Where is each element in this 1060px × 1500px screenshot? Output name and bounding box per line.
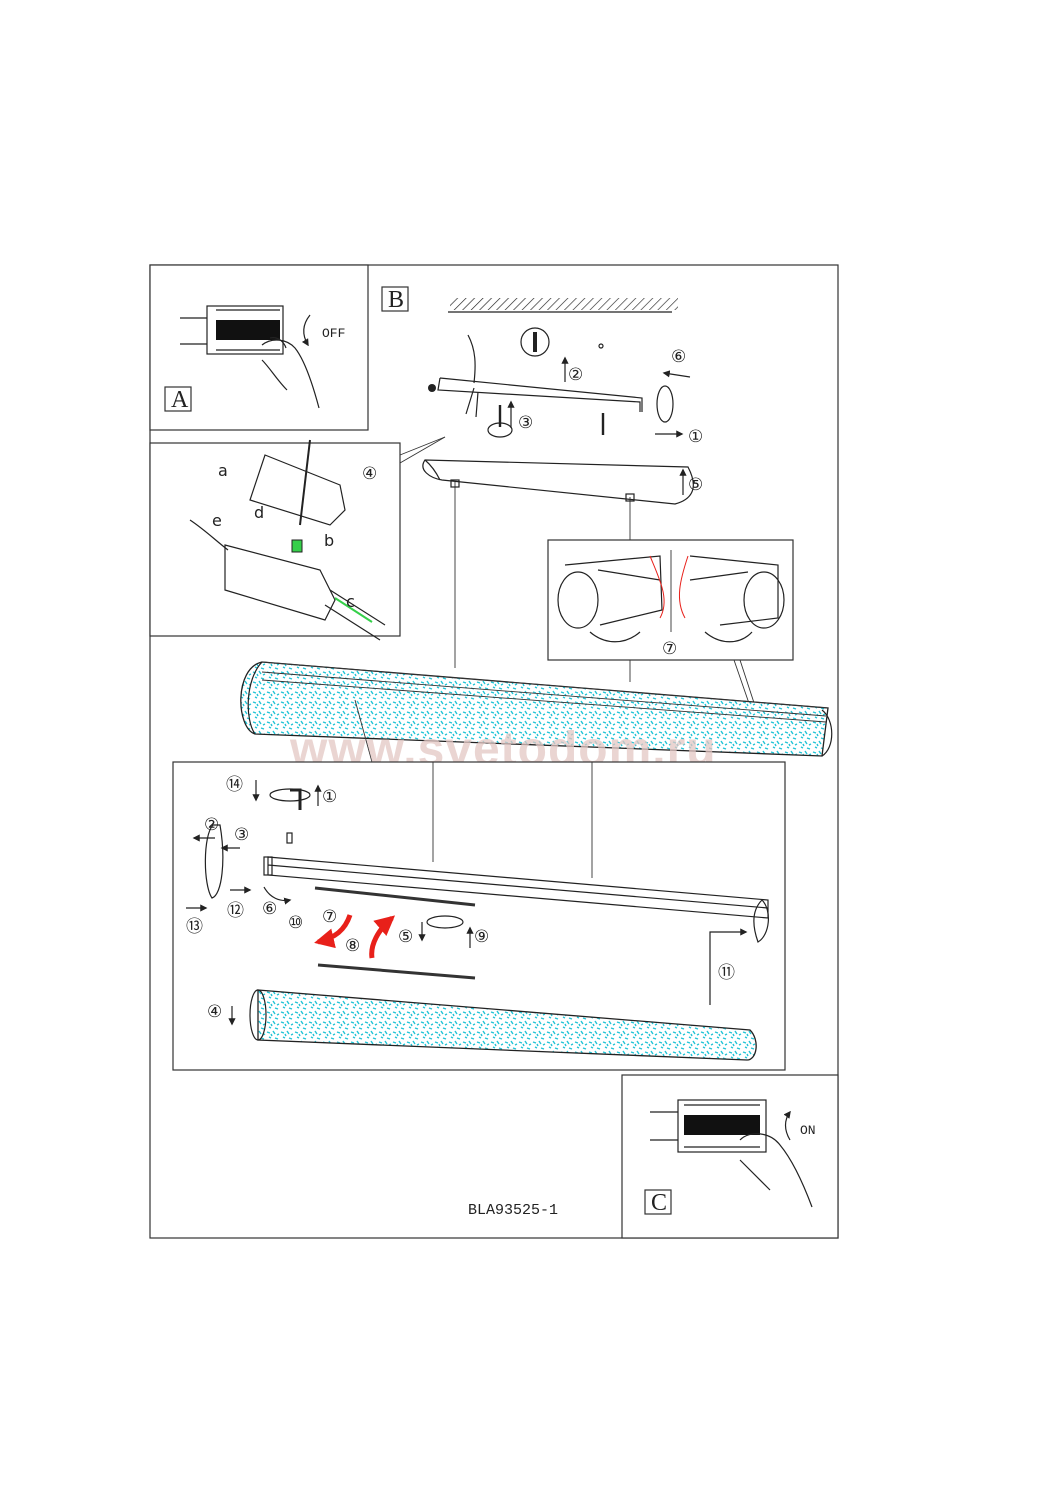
rotate-off-arrow-icon xyxy=(301,314,311,347)
tube-step-6: ⑥ xyxy=(262,899,277,919)
assembled-lamp xyxy=(240,661,833,763)
panel-a-label: A xyxy=(171,387,189,413)
mount-step-7: ⑦ xyxy=(662,639,677,659)
hand-icon xyxy=(739,1133,813,1208)
mount-step-5: ⑤ xyxy=(688,475,703,495)
wiring-step-d: d xyxy=(254,503,264,522)
red-arrow-remove xyxy=(314,914,353,949)
mount-step-1: ① xyxy=(688,427,703,447)
tube-step-10: ⑩ xyxy=(288,913,303,933)
tube-step-7: ⑦ xyxy=(322,907,337,927)
mount-step-2: ② xyxy=(568,365,583,385)
breaker-panel-icon xyxy=(180,305,284,355)
wiring-step-b: b xyxy=(324,531,334,550)
tube-step-1: ① xyxy=(322,787,337,807)
model-code: BLA93525-1 xyxy=(468,1202,558,1219)
wall-plug-icon xyxy=(520,327,550,357)
panel-4-wiring-detail: a b c d e ④ xyxy=(149,436,446,641)
panel-a-switch-off: OFF A xyxy=(149,264,369,431)
tube-step-14: ⑭ xyxy=(226,775,243,795)
mount-step-3: ③ xyxy=(518,413,533,433)
wiring-step-e: e xyxy=(212,511,222,530)
mount-step-6: ⑥ xyxy=(671,347,686,367)
panel-c-switch-on: ON C xyxy=(621,1074,839,1239)
tube-step-2: ② xyxy=(204,815,219,835)
rotate-on-arrow-icon xyxy=(783,1110,791,1141)
hand-icon xyxy=(261,337,320,409)
panel-b-label: B xyxy=(388,287,404,313)
led-strip xyxy=(314,886,476,980)
tube-step-4: ④ xyxy=(207,1002,222,1022)
red-arrow-insert xyxy=(369,915,396,959)
tube-step-11: ⑪ xyxy=(718,963,735,983)
tube-step-3: ③ xyxy=(234,825,249,845)
tube-step-5: ⑤ xyxy=(398,927,413,947)
glass-tube xyxy=(257,989,757,1061)
off-label: OFF xyxy=(322,326,345,341)
mount-step-4: ④ xyxy=(362,464,377,484)
panel-7-endcap-detail: ⑦ xyxy=(547,539,794,713)
wiring-step-a: a xyxy=(218,461,228,480)
wiring-step-c: c xyxy=(346,592,355,611)
tube-step-13: ⑬ xyxy=(186,917,203,937)
tube-step-8: ⑧ xyxy=(345,936,360,956)
ceiling-canopy xyxy=(422,459,694,505)
tube-step-12: ⑫ xyxy=(227,901,244,921)
panel-c-label: C xyxy=(651,1190,667,1216)
tube-step-9: ⑨ xyxy=(474,927,489,947)
on-label: ON xyxy=(800,1123,816,1138)
panel-tube-replacement: ⑭ ① ② ③ ⑬ ⑫ ⑥ ⑩ ⑦ ⑧ ⑤ ⑨ ⑪ ④ xyxy=(172,761,786,1071)
mounting-bracket xyxy=(428,327,674,438)
ceiling-hatch xyxy=(450,298,678,310)
